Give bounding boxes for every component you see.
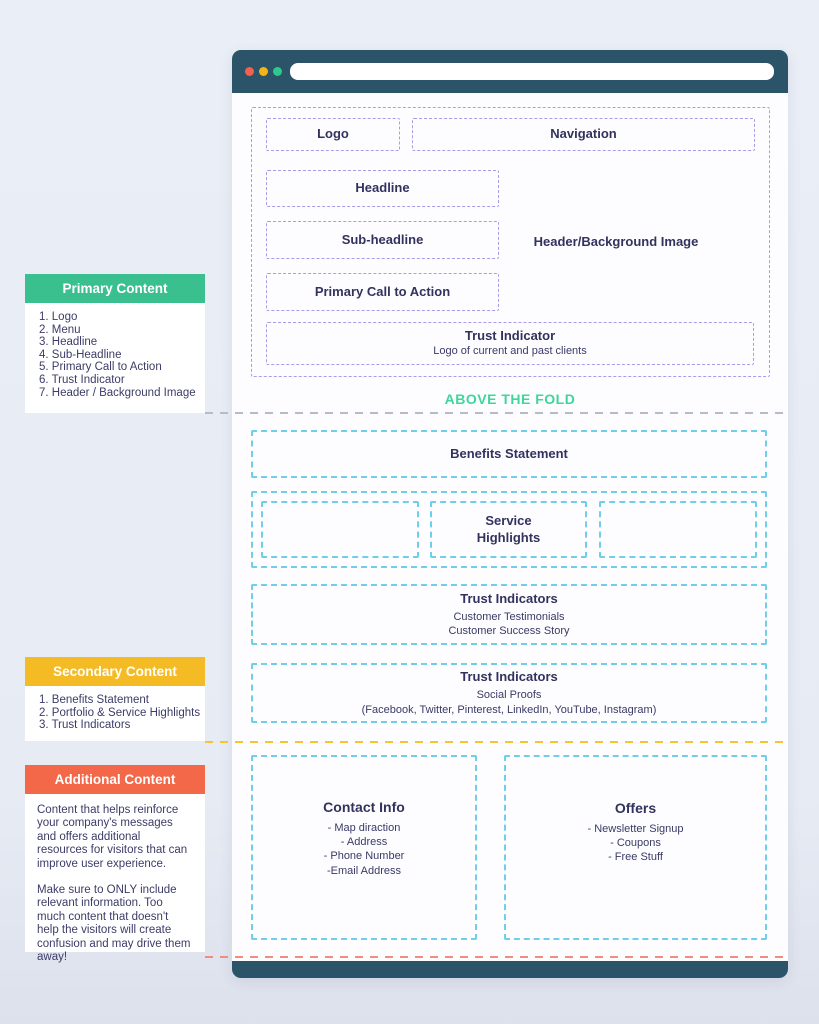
service-highlights-label: Service Highlights: [476, 513, 541, 545]
offers-placeholder: Offers - Newsletter Signup - Coupons - F…: [504, 755, 767, 940]
contact-item-map: - Map diraction: [327, 821, 401, 834]
trust-indicators-testimonials-placeholder: Trust Indicators Customer Testimonials C…: [251, 584, 767, 645]
benefits-statement-label: Benefits Statement: [450, 445, 568, 461]
contact-item-email: -Email Address: [327, 864, 401, 877]
logo-placeholder: Logo: [266, 118, 400, 151]
benefits-statement-placeholder: Benefits Statement: [251, 430, 767, 478]
header-image-placeholder: Header/Background Image: [531, 232, 701, 252]
offers-title: Offers: [614, 800, 657, 817]
additional-content-panel: Content that helps reinforce your compan…: [25, 794, 205, 963]
maximize-window-icon[interactable]: [273, 67, 282, 76]
secondary-item: 2. Portfolio & Service Highlights: [39, 706, 201, 719]
trust-indicators-social-title: Trust Indicators: [460, 669, 558, 685]
above-the-fold-label: ABOVE THE FOLD: [444, 391, 576, 407]
additional-paragraph-2: Make sure to ONLY include relevant infor…: [37, 884, 191, 964]
logo-label: Logo: [317, 126, 349, 142]
navigation-label: Navigation: [550, 126, 617, 142]
service-highlight-box-3: [599, 501, 757, 558]
offer-item-coupons: - Coupons: [610, 837, 661, 850]
offer-item-newsletter: - Newsletter Signup: [587, 822, 684, 835]
primary-cta-placeholder: Primary Call to Action: [266, 273, 499, 311]
browser-body: [232, 93, 788, 961]
primary-item: 3. Headline: [39, 336, 98, 349]
url-bar[interactable]: [290, 63, 774, 80]
contact-item-phone: - Phone Number: [323, 850, 405, 863]
testimonials-line: Customer Testimonials: [453, 610, 565, 623]
trust-indicator-header-placeholder: Trust Indicator Logo of current and past…: [266, 322, 754, 365]
trust-indicator-subtitle: Logo of current and past clients: [433, 345, 587, 358]
secondary-content-header: Secondary Content: [25, 657, 205, 686]
primary-item: 6. Trust Indicator: [39, 373, 125, 386]
secondary-item: 1. Benefits Statement: [39, 694, 149, 706]
primary-item: 2. Menu: [39, 323, 81, 336]
headline-placeholder: Headline: [266, 170, 499, 207]
social-networks-line: (Facebook, Twitter, Pinterest, LinkedIn,…: [361, 703, 657, 716]
browser-title-bar: [232, 50, 788, 93]
primary-content-panel: 1. Logo 2. Menu 3. Headline 4. Sub-Headl…: [25, 303, 205, 413]
service-highlight-box-2: Service Highlights: [430, 501, 587, 558]
additional-paragraph-1: Content that helps reinforce your compan…: [37, 804, 188, 870]
success-story-line: Customer Success Story: [448, 625, 570, 638]
contact-item-address: - Address: [340, 835, 388, 848]
subheadline-placeholder: Sub-headline: [266, 221, 499, 259]
navigation-placeholder: Navigation: [412, 118, 755, 151]
primary-item: 5. Primary Call to Action: [39, 361, 162, 374]
secondary-content-divider: [205, 741, 788, 743]
secondary-item: 3. Trust Indicators: [39, 719, 131, 732]
primary-content-header: Primary Content: [25, 274, 205, 303]
social-proofs-line: Social Proofs: [476, 689, 542, 702]
contact-info-placeholder: Contact Info - Map diraction - Address -…: [251, 755, 477, 940]
primary-item: 4. Sub-Headline: [39, 348, 122, 361]
service-highlights-outline: [251, 491, 767, 568]
additional-content-divider: [205, 956, 786, 958]
headline-label: Headline: [355, 180, 410, 196]
header-image-label: Header/Background Image: [533, 233, 699, 249]
minimize-window-icon[interactable]: [259, 67, 268, 76]
contact-info-title: Contact Info: [323, 799, 405, 816]
secondary-content-panel: 1. Benefits Statement 2. Portfolio & Ser…: [25, 686, 205, 741]
additional-content-header: Additional Content: [25, 765, 205, 794]
above-fold-divider: [205, 412, 788, 414]
trust-indicator-title: Trust Indicator: [464, 328, 556, 344]
primary-item: 7. Header / Background Image: [39, 386, 196, 399]
offer-item-freestuff: - Free Stuff: [608, 851, 663, 864]
trust-indicators-title: Trust Indicators: [460, 590, 558, 606]
primary-item: 1. Logo: [39, 311, 78, 323]
trust-indicators-social-placeholder: Trust Indicators Social Proofs (Facebook…: [251, 663, 767, 723]
browser-footer-bar: [232, 961, 788, 978]
close-window-icon[interactable]: [245, 67, 254, 76]
subheadline-label: Sub-headline: [341, 231, 424, 247]
service-highlight-box-1: [261, 501, 419, 558]
header-section-outline: [251, 107, 770, 377]
browser-window: [232, 50, 788, 978]
primary-cta-label: Primary Call to Action: [314, 283, 451, 299]
